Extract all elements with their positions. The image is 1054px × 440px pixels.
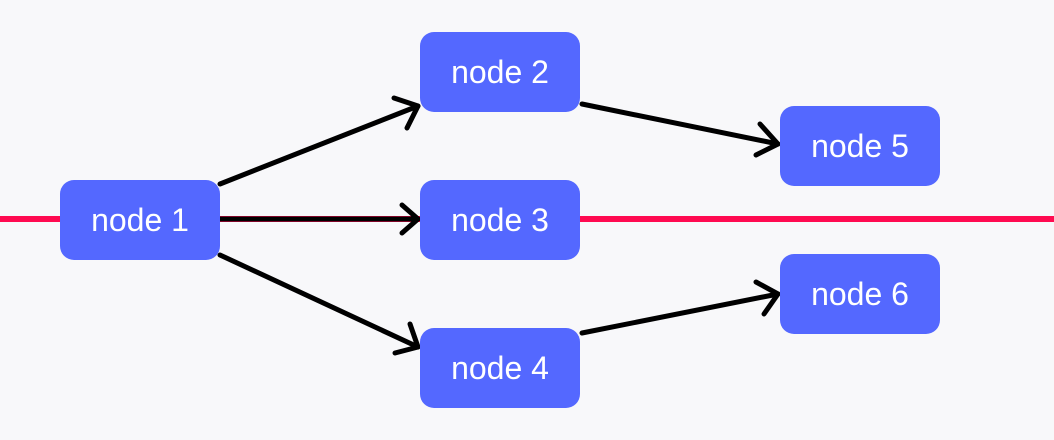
node-6[interactable]: node 6 xyxy=(780,254,940,334)
node-1[interactable]: node 1 xyxy=(60,180,220,260)
edge-node2-node5 xyxy=(579,101,781,158)
edge-node1-node3 xyxy=(217,202,421,236)
node-4[interactable]: node 4 xyxy=(420,328,580,408)
edge-node1-node4 xyxy=(217,252,421,356)
edge-node4-node6 xyxy=(579,279,781,336)
node-5[interactable]: node 5 xyxy=(780,106,940,186)
edge-node1-node2 xyxy=(217,95,421,187)
node-2[interactable]: node 2 xyxy=(420,32,580,112)
node-3[interactable]: node 3 xyxy=(420,180,580,260)
